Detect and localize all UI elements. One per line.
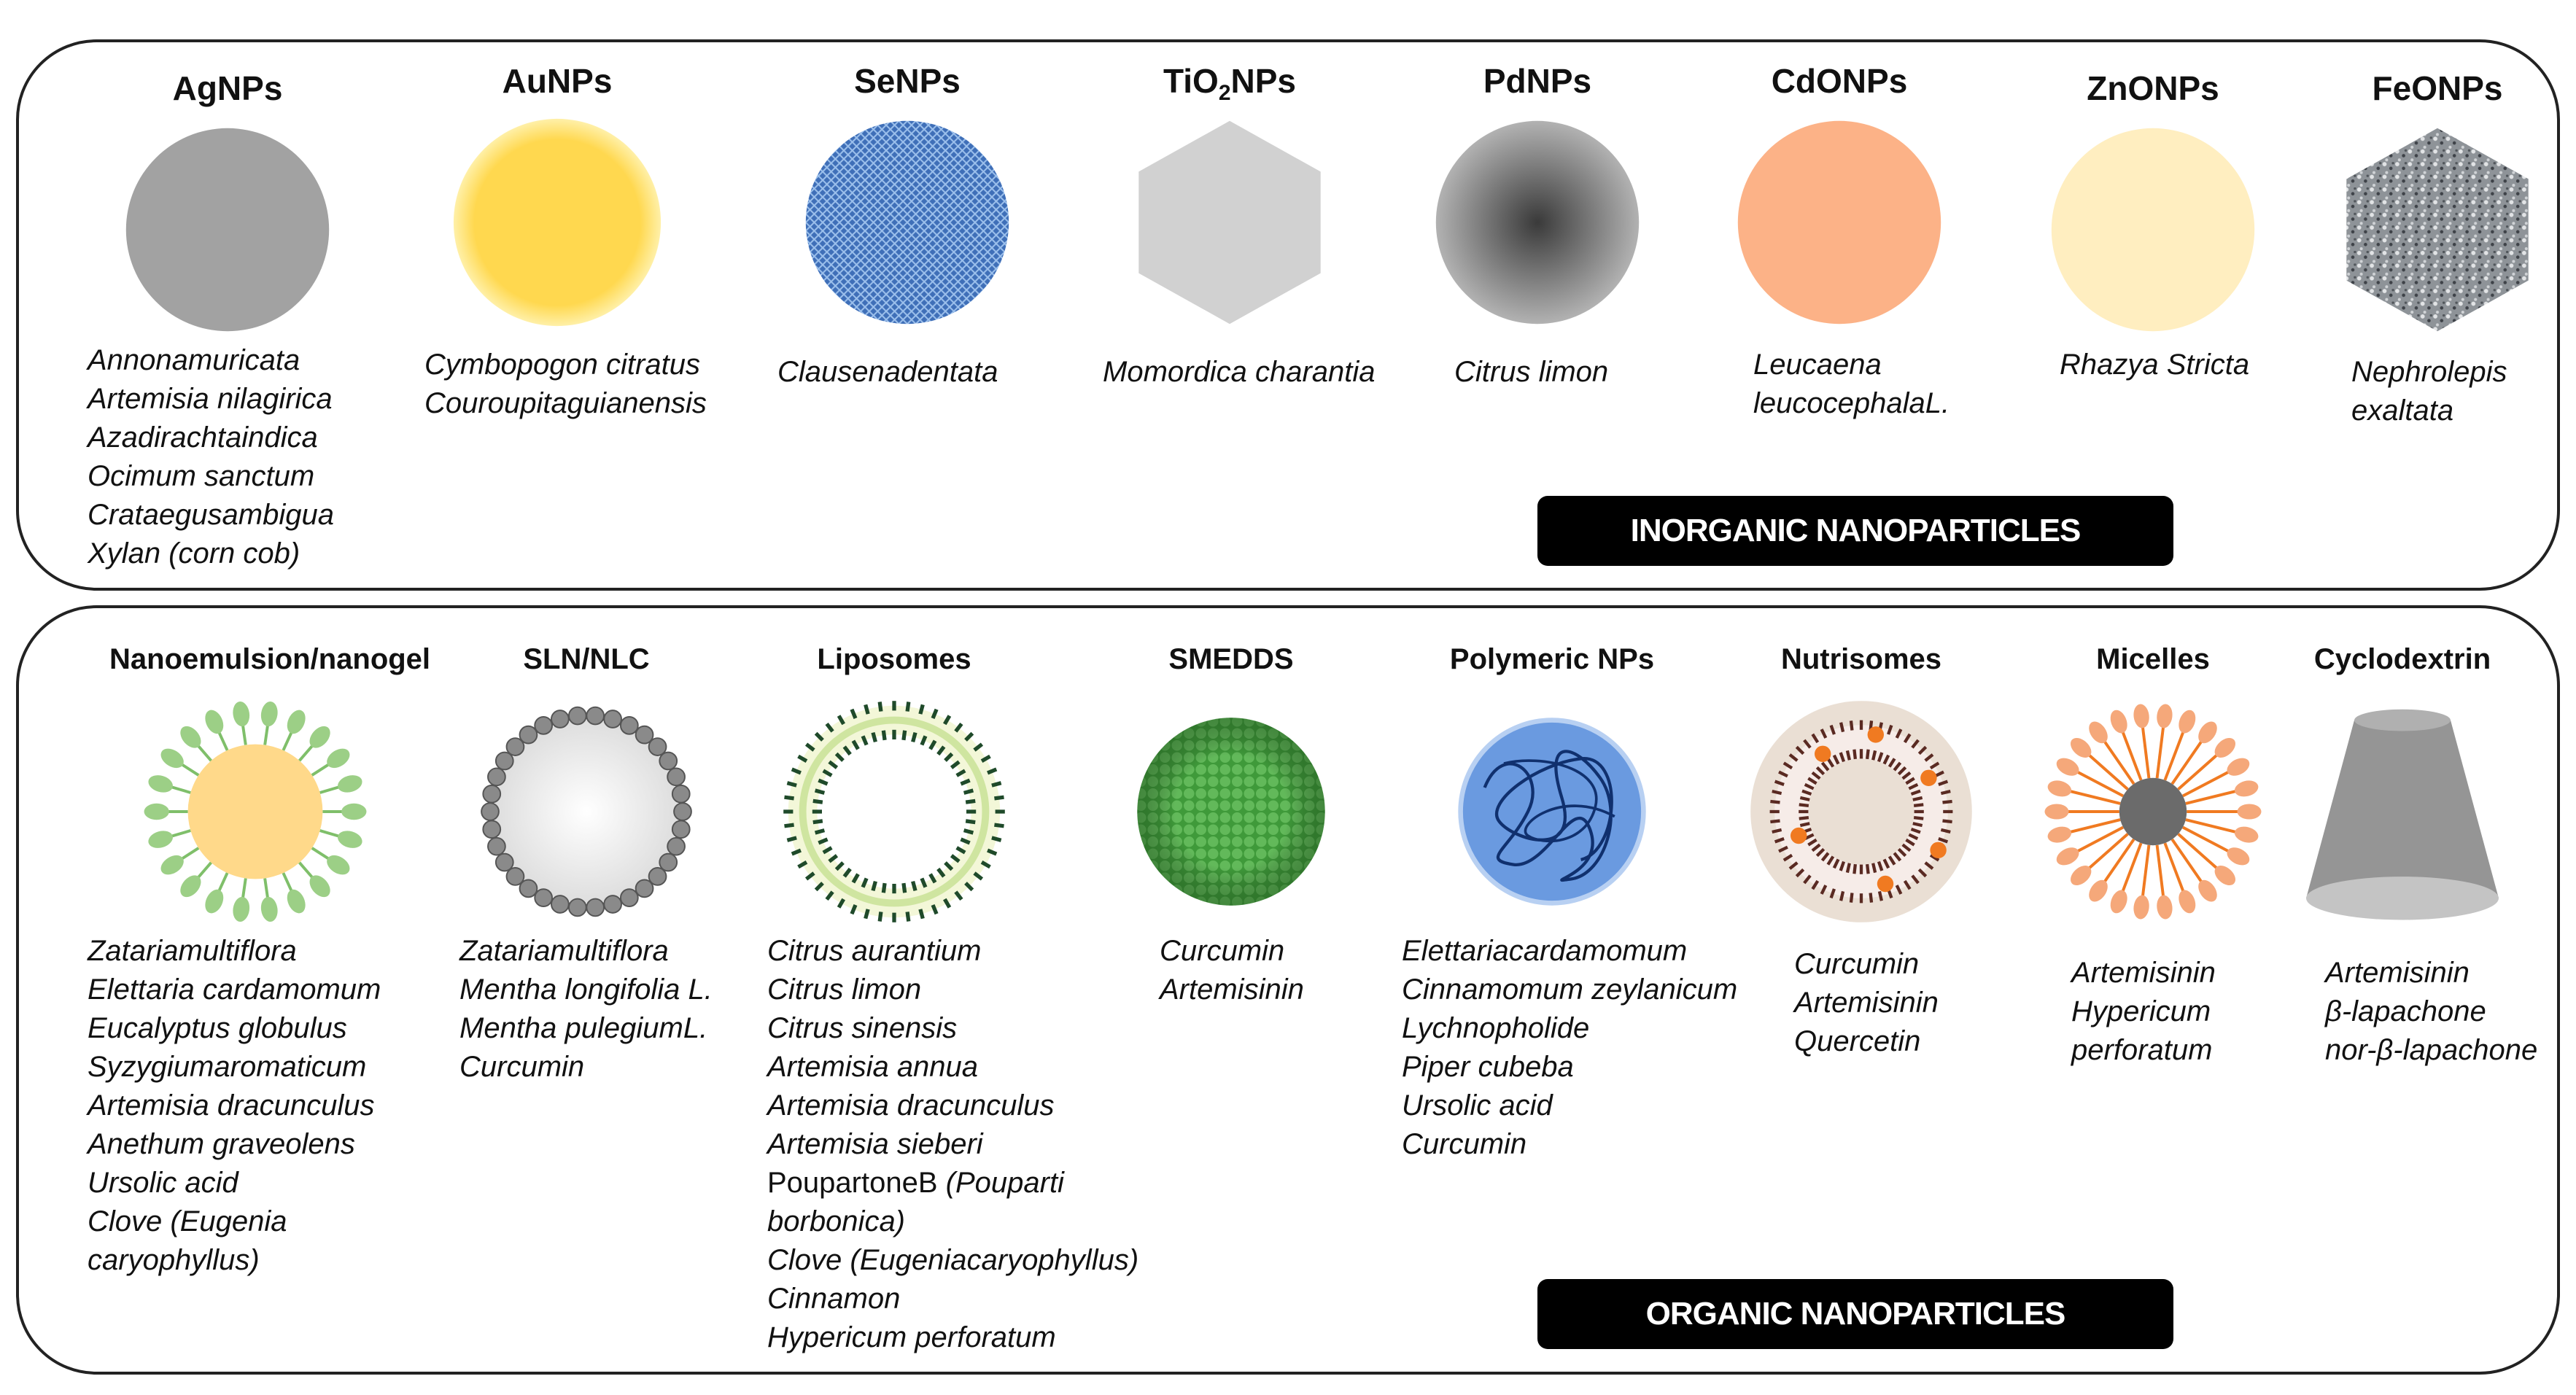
green-globule-sphere-icon	[1111, 691, 1351, 932]
gold-sphere-icon	[451, 117, 663, 328]
item-sources: Leucaena leucocephalaL.	[1753, 349, 1950, 419]
nutrisome-icon	[1741, 691, 1982, 932]
inorganic-panel	[16, 39, 2560, 591]
item-title: Cyclodextrin	[2313, 643, 2491, 675]
item-title: FeONPs	[2372, 69, 2503, 107]
grey-hexagon-icon	[1124, 117, 1335, 328]
item-sources: Zatariamultiflora Elettaria cardamomum E…	[88, 935, 381, 1276]
item-title: SMEDDS	[1168, 643, 1294, 675]
orange-sphere-icon	[1734, 117, 1945, 328]
lipid-shell-icon	[466, 691, 707, 932]
blue-textured-sphere-icon	[802, 117, 1013, 328]
item-title: AgNPs	[172, 69, 283, 107]
item-sources: Clausenadentata	[777, 356, 998, 388]
item-sources: Zatariamultiflora Mentha longifolia L. M…	[459, 935, 713, 1083]
item-title: Nutrisomes	[1780, 643, 1942, 675]
polymer-sphere-icon	[1432, 691, 1672, 932]
item-title: Nanoemulsion/nanogel	[109, 643, 431, 675]
item-sources: Curcumin Artemisinin Quercetin	[1794, 948, 1939, 1057]
item-sources: Momordica charantia	[1103, 356, 1376, 388]
inorganic-label: INORGANIC NANOPARTICLES	[1537, 496, 2173, 566]
item-title: Liposomes	[817, 643, 971, 675]
cream-sphere-icon	[2047, 124, 2259, 335]
item-sources: Rhazya Stricta	[2060, 349, 2250, 381]
organic-label: ORGANIC NANOPARTICLES	[1537, 1279, 2173, 1349]
item-sources: Elettariacardamomum Cinnamomum zeylanicu…	[1402, 935, 1738, 1160]
item-title: AuNPs	[502, 62, 613, 100]
speckled-hexagon-icon	[2332, 124, 2543, 335]
item-sources: Cymbopogon citratus Couroupitaguianensis	[424, 349, 707, 419]
item-sources: Nephrolepis exaltata	[2351, 356, 2507, 427]
item-title: CdONPs	[1771, 62, 1908, 100]
item-sources: Citrus aurantium Citrus limon Citrus sin…	[767, 935, 1139, 1353]
item-sources: Annonamuricata Artemisia nilagirica Azad…	[88, 344, 334, 570]
item-title: SeNPs	[854, 62, 961, 100]
micelle-icon	[2033, 691, 2273, 932]
item-title: Micelles	[2096, 643, 2210, 675]
truncated-cone-icon	[2282, 691, 2523, 932]
item-title: PdNPs	[1483, 62, 1592, 100]
item-title: ZnONPs	[2087, 69, 2219, 107]
item-title: Polymeric NPs	[1449, 643, 1655, 675]
grey-sphere-icon	[122, 124, 333, 335]
nanoemulsion-droplet-icon	[135, 691, 376, 932]
item-sources: Artemisinin β-lapachone nor-β-lapachone	[2325, 957, 2538, 1066]
radial-grey-sphere-icon	[1432, 117, 1643, 328]
item-sources: Artemisinin Hypericum perforatum	[2071, 957, 2216, 1066]
organic-panel	[16, 605, 2560, 1375]
item-sources: Curcumin Artemisinin	[1160, 935, 1304, 1006]
item-sources: Citrus limon	[1454, 356, 1609, 388]
item-title: SLN/NLC	[523, 643, 650, 675]
liposome-bilayer-icon	[774, 691, 1015, 932]
item-title: TiO2NPs	[1163, 62, 1296, 106]
